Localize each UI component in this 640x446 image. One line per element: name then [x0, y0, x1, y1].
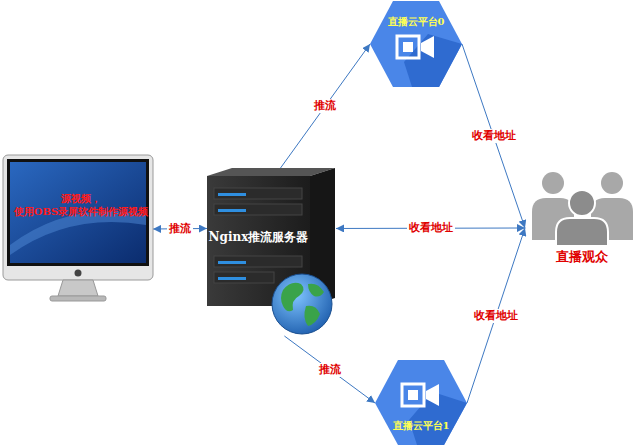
platform-label: 直播云平台1 — [385, 420, 457, 433]
server-node: Nginx推流服务器 — [207, 168, 336, 336]
screen-caption: 源视频， 使用OBS录屏软件制作源视频 — [11, 193, 151, 218]
edge-label: 收看地址 — [407, 221, 455, 235]
edge-label: 收看地址 — [470, 129, 518, 143]
cloud-hexagon-illustration — [370, 1, 462, 87]
server-illustration — [207, 168, 335, 334]
server-label: Nginx推流服务器 — [207, 230, 310, 245]
edge-label: 收看地址 — [472, 309, 520, 323]
cloud-platform-node: 直播云平台1 — [375, 360, 467, 446]
edge-label: 推流 — [167, 222, 193, 236]
monitor-illustration — [3, 155, 153, 301]
connector-arrow — [281, 44, 370, 168]
audience-node: 直播观众 — [525, 165, 638, 270]
connector-arrow — [467, 228, 525, 403]
platform-label: 直播云平台0 — [380, 16, 452, 29]
audience-illustration — [532, 172, 633, 246]
connector-arrow — [284, 336, 375, 403]
edge-label: 推流 — [317, 363, 343, 377]
cloud-platform-node: 直播云平台0 — [370, 0, 462, 88]
cloud-hexagon-illustration — [375, 360, 467, 445]
monitor-node: 源视频， 使用OBS录屏软件制作源视频 — [3, 155, 153, 303]
edge-label: 推流 — [312, 99, 338, 113]
audience-label: 直播观众 — [525, 249, 638, 265]
connector-arrow — [462, 44, 525, 228]
